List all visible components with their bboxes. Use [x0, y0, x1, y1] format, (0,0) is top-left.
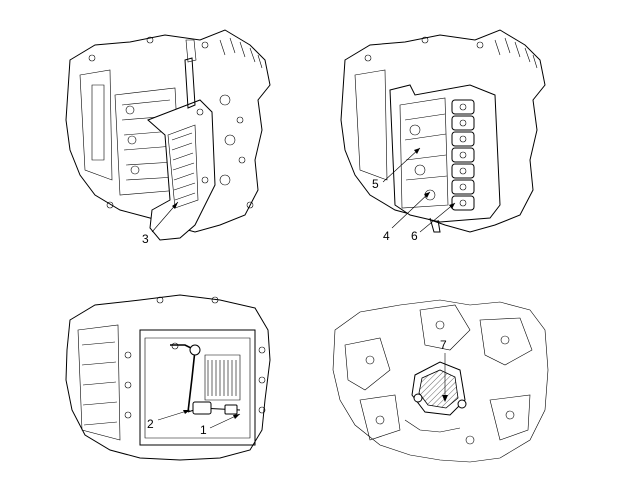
panel-bottom-left: 2 1 [65, 294, 271, 461]
callout-7: 7 [440, 338, 447, 352]
callout-3: 3 [142, 232, 149, 246]
panel-bottom-right: 7 [332, 299, 549, 463]
solenoid-stack [451, 99, 475, 211]
callout-4: 4 [383, 229, 390, 243]
callout-5: 5 [372, 177, 379, 191]
panel-top-left: 3 [65, 29, 271, 246]
callout-2: 2 [147, 417, 154, 431]
panel-top-right: 5 4 6 [340, 29, 546, 243]
callout-6: 6 [411, 229, 418, 243]
callout-1: 1 [200, 423, 207, 437]
